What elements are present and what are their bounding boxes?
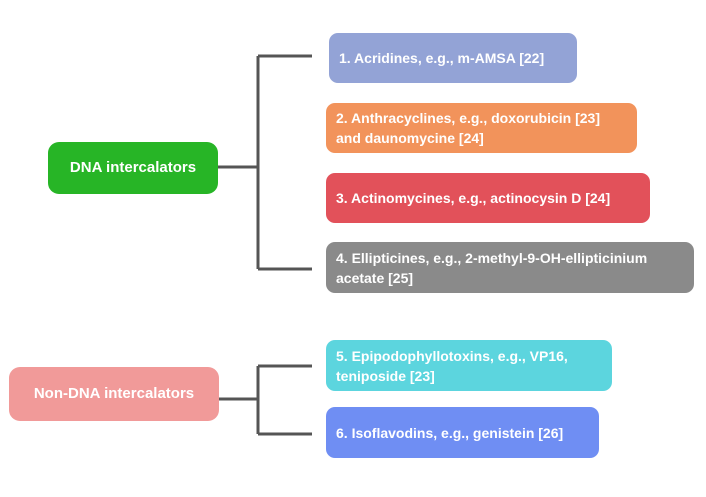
non-dna-intercalators-label: Non-DNA intercalators [33, 385, 195, 402]
non-dna-intercalators-node: Non-DNA intercalators [9, 367, 219, 421]
isoflavodins-node: 6. Isoflavodins, e.g., genistein [26] [326, 407, 599, 458]
anthracyclines-node: 2. Anthracyclines, e.g., doxorubicin [23… [326, 103, 637, 153]
anthracyclines-label: 2. Anthracyclines, e.g., doxorubicin [23… [336, 110, 600, 146]
dna-intercalators-node: DNA intercalators [48, 142, 218, 194]
ellipticines-label: 4. Ellipticines, e.g., 2-methyl-9-OH-ell… [336, 249, 648, 286]
isoflavodins-label: 6. Isoflavodins, e.g., genistein [26] [336, 424, 564, 441]
dna-intercalators-label: DNA intercalators [69, 159, 197, 176]
actinomycines-label: 3. Actinomycines, e.g., actinocysin D [2… [336, 190, 611, 206]
ellipticines-node: 4. Ellipticines, e.g., 2-methyl-9-OH-ell… [326, 242, 694, 293]
acridines-node: 1. Acridines, e.g., m-AMSA [22] [329, 33, 577, 83]
epipodophyllotoxins-node: 5. Epipodophyllotoxins, e.g., VP16, teni… [326, 340, 612, 391]
acridines-label: 1. Acridines, e.g., m-AMSA [22] [339, 50, 545, 66]
actinomycines-node: 3. Actinomycines, e.g., actinocysin D [2… [326, 173, 650, 223]
epipodophyllotoxins-label: 5. Epipodophyllotoxins, e.g., VP16, teni… [336, 347, 568, 384]
